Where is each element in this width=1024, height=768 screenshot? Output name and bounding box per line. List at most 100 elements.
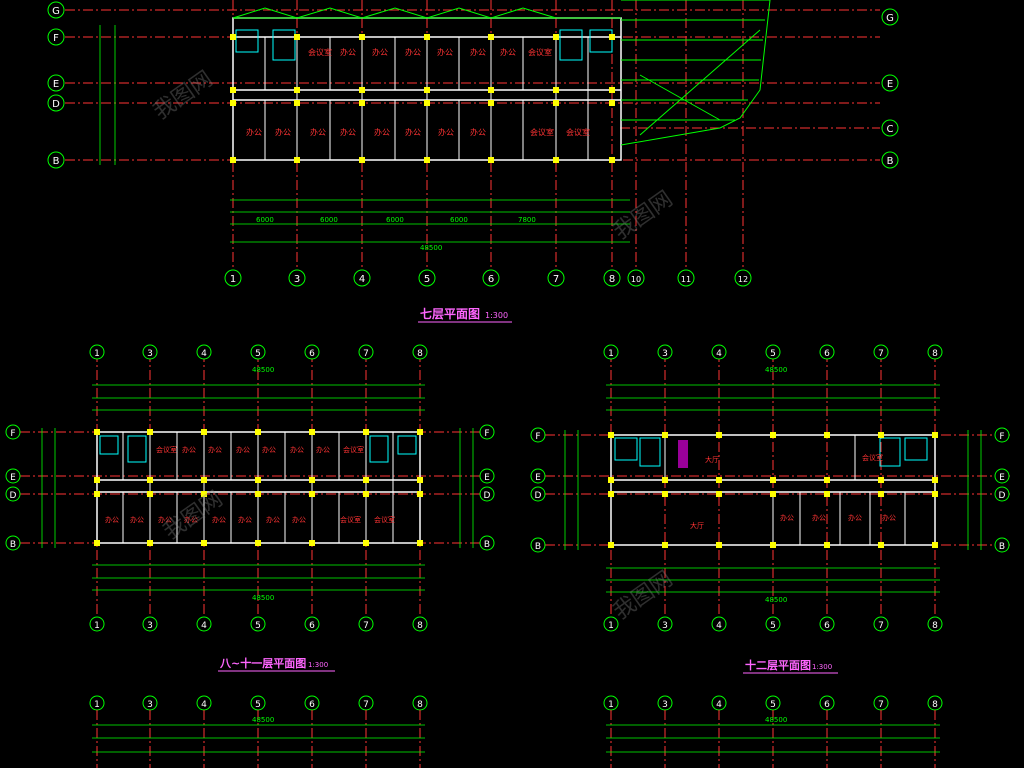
axis-label: 3 bbox=[662, 621, 668, 631]
axis-label-right: C bbox=[887, 124, 894, 135]
axis-label-bottom: 8 bbox=[609, 274, 615, 285]
axis-label-right: G bbox=[886, 13, 894, 24]
axis-label: 3 bbox=[147, 349, 153, 359]
axis-label: 4 bbox=[201, 700, 207, 710]
axis-label: 6 bbox=[824, 349, 830, 359]
room-label: 办公 bbox=[812, 513, 826, 522]
axis-label: 8 bbox=[417, 349, 423, 359]
axis-label: 3 bbox=[662, 349, 668, 359]
axis-label-bottom: 12 bbox=[738, 275, 748, 284]
axis-label: 1 bbox=[608, 700, 614, 710]
room-label: 办公 bbox=[182, 445, 196, 454]
axis-label: F bbox=[484, 429, 489, 439]
room-label: 办公 bbox=[405, 47, 421, 57]
axis-label: F bbox=[10, 429, 15, 439]
plan-scale: 1:300 bbox=[812, 663, 832, 671]
room-label: 办公 bbox=[374, 127, 390, 137]
axis-label: D bbox=[10, 491, 17, 501]
room-label: 办公 bbox=[882, 513, 896, 522]
axis-label: 3 bbox=[147, 700, 153, 710]
room-label: 办公 bbox=[266, 515, 280, 524]
room-label: 会议室 bbox=[530, 127, 554, 137]
axis-label: 8 bbox=[417, 700, 423, 710]
room-label: 办公 bbox=[236, 445, 250, 454]
axis-label-left: B bbox=[53, 156, 60, 167]
bay-dimension: 6000 bbox=[256, 216, 274, 224]
axis-label: 7 bbox=[363, 621, 369, 631]
plan-title-eighth-eleventh: 八~十一层平面图 bbox=[219, 656, 306, 670]
axis-label: 5 bbox=[770, 349, 776, 359]
svg-text:我图网: 我图网 bbox=[609, 187, 677, 245]
room-label: 会议室 bbox=[566, 127, 590, 137]
axis-label: 7 bbox=[878, 700, 884, 710]
bay-dimension: 6000 bbox=[386, 216, 404, 224]
plan-scale: 1:300 bbox=[485, 311, 508, 320]
axis-label: 6 bbox=[824, 621, 830, 631]
room-label: 办公 bbox=[848, 513, 862, 522]
room-label: 办公 bbox=[316, 445, 330, 454]
axis-label: 8 bbox=[417, 621, 423, 631]
axis-label-left: E bbox=[53, 79, 59, 90]
axis-label: 5 bbox=[770, 700, 776, 710]
room-label: 办公 bbox=[290, 445, 304, 454]
top-floor-plan: 会议室 办公 办公 办公 办公 办公 办公 会议室 办公 办公 办公 办公 办公… bbox=[47, 0, 899, 323]
room-label: 办公 bbox=[340, 127, 356, 137]
axis-label: B bbox=[535, 542, 541, 552]
room-label: 办公 bbox=[500, 47, 516, 57]
room-label: 办公 bbox=[405, 127, 421, 137]
axis-label-right: B bbox=[887, 156, 894, 167]
axis-label: 7 bbox=[363, 349, 369, 359]
axis-label-bottom: 11 bbox=[681, 275, 691, 284]
axis-label: 8 bbox=[932, 621, 938, 631]
total-dimension: 48500 bbox=[420, 244, 442, 252]
axis-label: 3 bbox=[662, 700, 668, 710]
room-label: 会议室 bbox=[862, 453, 883, 462]
axis-label: 5 bbox=[770, 621, 776, 631]
axis-label-bottom: 10 bbox=[631, 275, 641, 284]
room-label: 办公 bbox=[130, 515, 144, 524]
axis-label: 4 bbox=[201, 349, 207, 359]
room-label: 办公 bbox=[275, 127, 291, 137]
bay-dimension: 6000 bbox=[320, 216, 338, 224]
axis-label: 1 bbox=[608, 621, 614, 631]
total-dimension: 48500 bbox=[252, 366, 274, 374]
axis-label-right: E bbox=[887, 79, 893, 90]
axis-label-bottom: 7 bbox=[553, 274, 559, 285]
axis-label: 3 bbox=[147, 621, 153, 631]
total-dimension: 48500 bbox=[765, 716, 787, 724]
room-label: 办公 bbox=[340, 47, 356, 57]
room-label: 办公 bbox=[437, 47, 453, 57]
room-label: 会议室 bbox=[528, 47, 552, 57]
axis-label: B bbox=[10, 540, 16, 550]
axis-label: 6 bbox=[309, 621, 315, 631]
axis-label: 6 bbox=[309, 349, 315, 359]
room-label: 会议室 bbox=[340, 515, 361, 524]
room-label: 办公 bbox=[372, 47, 388, 57]
axis-label-bottom: 6 bbox=[488, 274, 494, 285]
room-label: 办公 bbox=[212, 515, 226, 524]
total-dimension: 48500 bbox=[252, 594, 274, 602]
plan-title-twelfth: 十二层平面图 bbox=[745, 658, 811, 672]
right-floor-plan: 大厅 大厅 办公 办公 办公 办公 会议室 48500 48500 bbox=[530, 344, 1010, 674]
axis-label: 1 bbox=[608, 349, 614, 359]
axis-label: 1 bbox=[94, 700, 100, 710]
axis-label: 1 bbox=[94, 349, 100, 359]
axis-label: 7 bbox=[878, 349, 884, 359]
bottom-partial-plans: 1 3 4 5 6 7 8 1 3 4 5 6 7 8 bbox=[89, 695, 943, 768]
room-label: 办公 bbox=[470, 127, 486, 137]
room-label: 会议室 bbox=[343, 445, 364, 454]
room-label: 办公 bbox=[105, 515, 119, 524]
axis-label-bottom: 5 bbox=[424, 274, 430, 285]
room-label: 办公 bbox=[292, 515, 306, 524]
axis-label: D bbox=[484, 491, 491, 501]
watermark: 我图网 我图网 我图网 我图网 bbox=[149, 67, 677, 625]
bay-dimension: 6000 bbox=[450, 216, 468, 224]
axis-label: F bbox=[535, 432, 540, 442]
room-label: 会议室 bbox=[156, 445, 177, 454]
plan-scale: 1:300 bbox=[308, 661, 328, 669]
room-label: 会议室 bbox=[374, 515, 395, 524]
room-label: 办公 bbox=[184, 515, 198, 524]
bay-dimension: 7800 bbox=[518, 216, 536, 224]
axis-label: E bbox=[999, 473, 1005, 483]
